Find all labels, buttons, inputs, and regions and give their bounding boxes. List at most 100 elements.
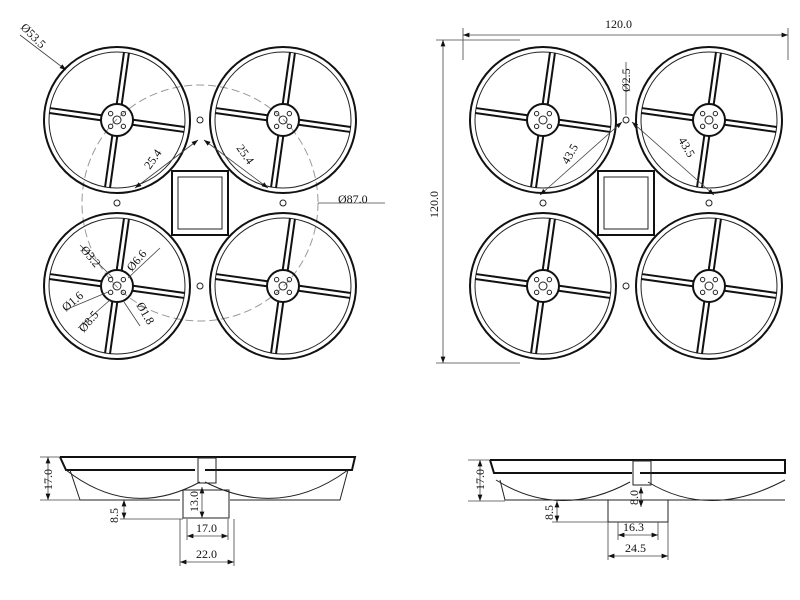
dim-motor-hole-c: Ø1.8 <box>133 300 157 328</box>
dim-mount-hole: Ø2.5 <box>619 68 633 92</box>
guard-spoke <box>109 302 119 354</box>
motor-screw-hole <box>699 289 706 296</box>
guard-spoke <box>546 218 556 271</box>
guard-spoke <box>133 118 185 128</box>
right-top-dimensions: 120.0 120.0 Ø2.5 43.5 43.5 <box>427 17 789 364</box>
side-left-pod-height: 13.0 <box>187 491 201 512</box>
guard-spoke <box>286 52 296 105</box>
motor-mount <box>100 269 134 303</box>
motor-screw-hole <box>286 110 293 117</box>
motor-screw-hole <box>712 276 719 283</box>
flight-controller-pod <box>171 170 229 236</box>
guard-spoke <box>133 284 185 294</box>
prop-guard-ring <box>635 212 783 360</box>
motor-screw-hole <box>273 123 280 130</box>
dim-arm-b: 43.5 <box>675 135 698 160</box>
guard-spoke <box>641 278 693 288</box>
guard-spoke <box>530 301 540 354</box>
guard-spoke <box>475 273 528 283</box>
guard-spoke <box>49 278 101 288</box>
guard-spoke <box>215 107 268 117</box>
dim-prop-guard: Ø53.5 <box>18 20 49 51</box>
guard-spoke <box>712 218 722 271</box>
motor-screw-hole <box>286 276 293 283</box>
motor-screw-hole <box>286 289 293 296</box>
prop-guard-ring <box>469 212 617 360</box>
motor-screw-hole <box>546 123 553 130</box>
guard-spoke <box>475 112 527 122</box>
motor-screw-hole <box>546 276 553 283</box>
dim-height: 120.0 <box>427 191 441 218</box>
guard-spoke <box>270 301 280 354</box>
motor-screw-hole <box>273 289 280 296</box>
flight-controller-pod <box>597 170 655 236</box>
guard-spoke <box>475 278 527 288</box>
guard-spoke <box>115 218 125 270</box>
side-view-left: 17.0 13.0 8.5 17.0 22.0 <box>40 456 357 566</box>
side-right-drop: 8.5 <box>542 505 556 520</box>
prop-guard-inner-ring <box>640 217 778 355</box>
prop-guard-ring <box>43 46 191 194</box>
side-left-pod-inner: 17.0 <box>196 521 217 535</box>
guard-spoke <box>475 107 528 117</box>
prop-guard-inner-ring <box>48 217 186 355</box>
mount-hole <box>279 199 287 207</box>
motor-screw-hole <box>107 110 114 117</box>
top-view-left <box>43 46 357 360</box>
dim-motor-spacing-b: 25.4 <box>234 142 258 167</box>
motor-screw-hole <box>533 289 540 296</box>
guard-spoke <box>275 302 285 354</box>
flight-controller-inner <box>177 176 223 230</box>
motor-screw-hole <box>107 123 114 130</box>
motor-screw-hole <box>120 123 127 130</box>
guard-spoke <box>215 112 267 122</box>
top-view-right <box>469 46 783 360</box>
guard-spoke <box>132 289 185 299</box>
mount-hole <box>705 199 713 207</box>
motor-screw-hole <box>286 123 293 130</box>
motor-mount <box>100 103 134 137</box>
guard-spoke <box>298 123 351 133</box>
side-right-height: 17.0 <box>473 469 487 490</box>
prop-guard-inner-ring <box>474 51 612 189</box>
prop-guard-inner-ring <box>474 217 612 355</box>
mount-hole <box>196 282 204 290</box>
motor-screw-hole <box>273 276 280 283</box>
guard-spoke <box>696 301 706 354</box>
motor-screw-hole <box>120 289 127 296</box>
guard-spoke <box>299 118 351 128</box>
motor-screw-hole <box>546 289 553 296</box>
motor-mount <box>692 103 726 137</box>
dim-arm-a: 43.5 <box>558 141 581 166</box>
guard-spoke <box>49 112 101 122</box>
guard-spoke <box>707 52 717 104</box>
motor-screw-hole <box>273 110 280 117</box>
side-left-height: 17.0 <box>41 469 55 490</box>
motor-screw-hole <box>699 110 706 117</box>
dim-motor-hole-b: Ø1.6 <box>59 288 86 314</box>
guard-spoke <box>724 289 777 299</box>
motor-mount <box>526 103 560 137</box>
guard-spoke <box>281 218 291 270</box>
guard-spoke <box>541 218 551 270</box>
motor-screw-hole <box>712 110 719 117</box>
motor-screw-hole <box>546 110 553 117</box>
guard-spoke <box>558 289 611 299</box>
side-right-pod-height: 8.0 <box>627 490 641 505</box>
side-right-pod-inner: 16.3 <box>623 520 644 534</box>
guard-spoke <box>215 278 267 288</box>
motor-screw-hole <box>120 110 127 117</box>
guard-spoke <box>530 135 540 188</box>
guard-spoke <box>546 52 556 105</box>
guard-spoke <box>701 302 711 354</box>
guard-spoke <box>641 107 694 117</box>
guard-spoke <box>109 136 119 188</box>
mount-hole <box>539 199 547 207</box>
side-view-right: 17.0 8.0 8.5 16.3 24.5 <box>468 459 786 560</box>
prop-guard-ring <box>469 46 617 194</box>
motor-screw-hole <box>533 123 540 130</box>
mount-hole <box>622 116 630 124</box>
mount-hole <box>622 282 630 290</box>
side-left-drop: 8.5 <box>107 508 121 523</box>
